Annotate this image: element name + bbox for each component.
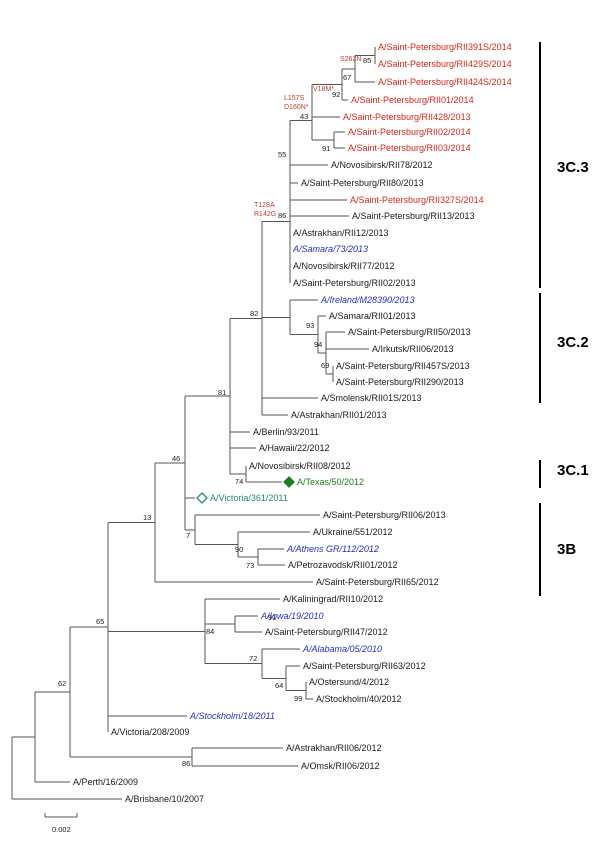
bootstrap-value: 74 bbox=[235, 477, 243, 486]
open-diamond-icon bbox=[196, 492, 208, 504]
bootstrap-value: 67 bbox=[343, 73, 351, 82]
leaf-label: A/Ukraine/551/2012 bbox=[313, 527, 393, 537]
leaf-label: A/Iowa/19/2010 bbox=[260, 611, 324, 621]
leaf-label: A/Saint-Petersburg/RII457S/2013 bbox=[336, 361, 470, 371]
leaf-label: A/Saint-Petersburg/RII13/2013 bbox=[352, 211, 475, 221]
leaf-label: A/Astrakhan/RII01/2013 bbox=[291, 410, 387, 420]
leaf-label: A/Stockholm/40/2012 bbox=[316, 694, 402, 704]
scale-bar: 0.002 bbox=[44, 813, 78, 834]
leaf-label: A/Alabama/05/2010 bbox=[302, 644, 382, 654]
leaf-label: A/Victoria/208/2009 bbox=[111, 727, 189, 737]
leaf-label: A/Hawaii/22/2012 bbox=[259, 443, 330, 453]
leaf-label: A/Samara/73/2013 bbox=[292, 244, 368, 254]
scale-bar-label: 0.002 bbox=[52, 825, 71, 834]
leaf-label: A/Victoria/361/2011 bbox=[210, 493, 288, 503]
bootstrap-value: 93 bbox=[306, 321, 314, 330]
bootstrap-value: 92 bbox=[332, 90, 340, 99]
leaf-label: A/Berlin/93/2011 bbox=[253, 427, 319, 437]
leaf-label: A/Saint-Petersburg/RII327S/2014 bbox=[350, 195, 484, 205]
bootstrap-value: 69 bbox=[321, 361, 329, 370]
bootstrap-value: 86 bbox=[278, 211, 286, 220]
mutation-label: D160N* bbox=[284, 104, 309, 111]
leaf-label: A/Brisbane/10/2007 bbox=[125, 794, 204, 804]
leaf-label: A/Perth/16/2009 bbox=[73, 777, 138, 787]
leaf-label: A/Saint-Petersburg/RII06/2013 bbox=[323, 510, 446, 520]
leaf-label: A/Saint-Petersburg/RII02/2014 bbox=[348, 127, 471, 137]
leaf-label: A/Athens GR/112/2012 bbox=[286, 544, 379, 554]
bootstrap-value: 73 bbox=[246, 561, 254, 570]
leaf-label: A/Saint-Petersburg/RII290/2013 bbox=[336, 377, 464, 387]
bootstrap-value: 99 bbox=[294, 694, 302, 703]
leaf-label: A/Novosibirsk/RII78/2012 bbox=[331, 160, 433, 170]
bootstrap-value: 81 bbox=[218, 388, 226, 397]
leaf-label: A/Stockholm/18/2011 bbox=[189, 711, 275, 721]
leaf-label: A/Ireland/M28390/2013 bbox=[320, 295, 415, 305]
leaf-markers bbox=[196, 476, 295, 504]
bootstrap-value: 72 bbox=[249, 654, 257, 663]
leaf-label: A/Astrakhan/RII12/2013 bbox=[293, 228, 389, 238]
bootstrap-value: 84 bbox=[206, 627, 214, 636]
leaf-label: A/Saint-Petersburg/RII03/2014 bbox=[348, 143, 471, 153]
leaf-label: A/Astrakhan/RII06/2012 bbox=[286, 743, 382, 753]
bootstrap-value: 46 bbox=[172, 454, 180, 463]
leaf-label: A/Omsk/RII06/2012 bbox=[301, 761, 380, 771]
leaf-label: A/Saint-Petersburg/RII429S/2014 bbox=[378, 59, 512, 69]
mutation-label: L157S bbox=[284, 95, 305, 102]
leaf-label: A/Novosibirsk/RII77/2012 bbox=[293, 261, 395, 271]
clade-label: 3C.3 bbox=[557, 159, 589, 176]
bootstrap-value: 62 bbox=[58, 679, 66, 688]
mutation-label: T128A bbox=[254, 202, 275, 209]
leaf-label: A/Saint-Petersburg/RII02/2013 bbox=[293, 278, 416, 288]
leaf-label: A/Saint-Petersburg/RII01/2014 bbox=[351, 95, 474, 105]
bootstrap-value: 86 bbox=[182, 759, 190, 768]
leaf-label: A/Novosibirsk/RII08/2012 bbox=[249, 461, 351, 471]
leaf-label: A/Ostersund/4/2012 bbox=[309, 677, 389, 687]
leaf-label: A/Petrozavodsk/RII01/2012 bbox=[288, 560, 398, 570]
tree-branches bbox=[11, 47, 376, 800]
bootstrap-value: 55 bbox=[278, 150, 286, 159]
mutation-label: R142G bbox=[254, 211, 276, 218]
leaf-label: A/Saint-Petersburg/RII424S/2014 bbox=[378, 77, 512, 87]
clade-brackets: 3C.3 3C.2 3C.1 3B bbox=[539, 42, 589, 596]
leaf-label: A/Kaliningrad/RII10/2012 bbox=[283, 594, 383, 604]
clade-label: 3C.2 bbox=[557, 334, 589, 351]
leaf-label: A/Texas/50/2012 bbox=[297, 477, 364, 487]
leaf-label: A/Saint-Petersburg/RII65/2012 bbox=[316, 577, 439, 587]
mutation-label: S262N bbox=[340, 56, 361, 63]
leaf-label: A/Samara/RII01/2013 bbox=[329, 311, 416, 321]
mutation-label: V18M* bbox=[313, 86, 334, 93]
clade-label: 3C.1 bbox=[557, 462, 589, 479]
bootstrap-value: 82 bbox=[250, 309, 258, 318]
bootstrap-value: 85 bbox=[363, 56, 371, 65]
bootstrap-value: 90 bbox=[235, 545, 243, 554]
filled-diamond-icon bbox=[283, 476, 295, 488]
bootstrap-value: 13 bbox=[143, 513, 151, 522]
leaf-label: A/Saint-Petersburg/RII47/2012 bbox=[265, 627, 388, 637]
bootstrap-value: 94 bbox=[314, 340, 322, 349]
leaf-label: A/Smolensk/RII01S/2013 bbox=[321, 393, 422, 403]
bootstrap-value: 43 bbox=[300, 112, 308, 121]
bootstrap-value: 91 bbox=[322, 144, 330, 153]
bootstrap-value: 65 bbox=[96, 617, 104, 626]
clade-label: 3B bbox=[557, 541, 576, 558]
leaf-label: A/Saint-Petersburg/RII80/2013 bbox=[301, 178, 424, 188]
leaf-label: A/Saint-Petersburg/RII428/2013 bbox=[343, 112, 471, 122]
mutation-labels: S262N V18M* L157S D160N* T128A R142G bbox=[254, 56, 361, 218]
leaf-label: A/Saint-Petersburg/RII391S/2014 bbox=[378, 42, 512, 52]
leaf-label: A/Saint-Petersburg/RII50/2013 bbox=[348, 327, 471, 337]
leaf-label: A/Irkutsk/RII06/2013 bbox=[372, 344, 454, 354]
leaf-label: A/Saint-Petersburg/RII63/2012 bbox=[303, 661, 426, 671]
leaf-labels: A/Saint-Petersburg/RII391S/2014A/Saint-P… bbox=[73, 42, 512, 804]
bootstrap-value: 7 bbox=[186, 531, 190, 540]
bootstrap-value: 64 bbox=[275, 681, 283, 690]
bootstrap-value: 91 bbox=[268, 613, 276, 622]
